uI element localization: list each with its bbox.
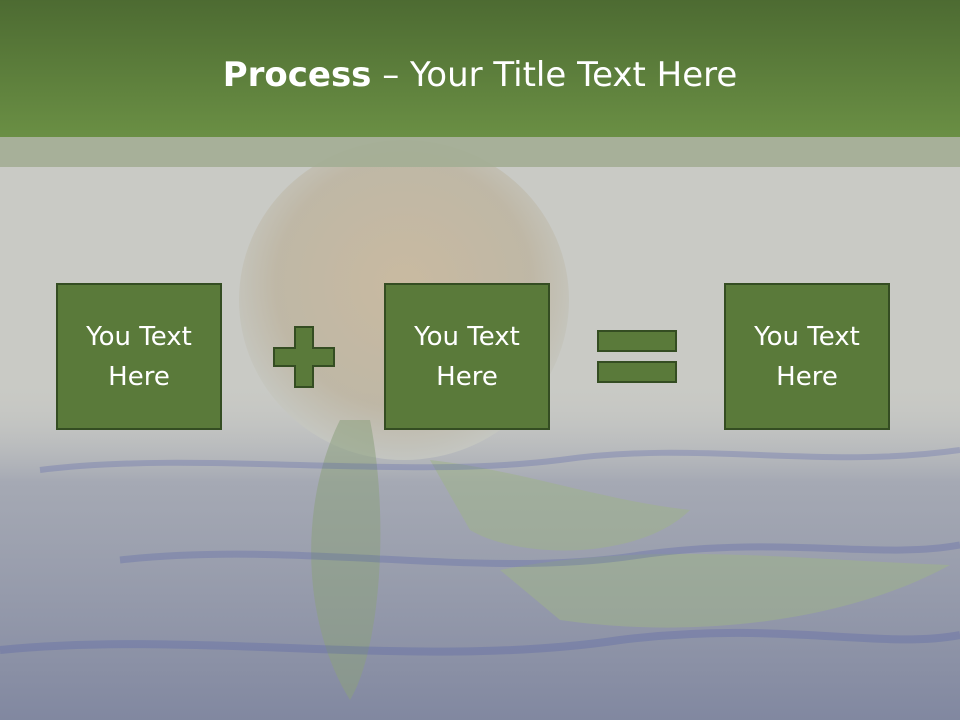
title-bold: Process bbox=[222, 55, 372, 95]
equals-icon bbox=[597, 330, 677, 383]
title-accent-strip bbox=[0, 137, 960, 167]
process-box-1-text: You Text Here bbox=[86, 321, 192, 392]
title-bar bbox=[0, 0, 960, 137]
process-box-1[interactable]: You Text Here bbox=[56, 283, 222, 430]
process-box-2[interactable]: You Text Here bbox=[384, 283, 550, 430]
slide-title[interactable]: Process – Your Title Text Here bbox=[0, 52, 960, 98]
process-box-3[interactable]: You Text Here bbox=[724, 283, 890, 430]
process-box-3-text: You Text Here bbox=[754, 321, 860, 392]
plus-icon bbox=[273, 326, 335, 388]
process-box-2-text: You Text Here bbox=[414, 321, 520, 392]
title-rest: – Your Title Text Here bbox=[371, 55, 738, 95]
